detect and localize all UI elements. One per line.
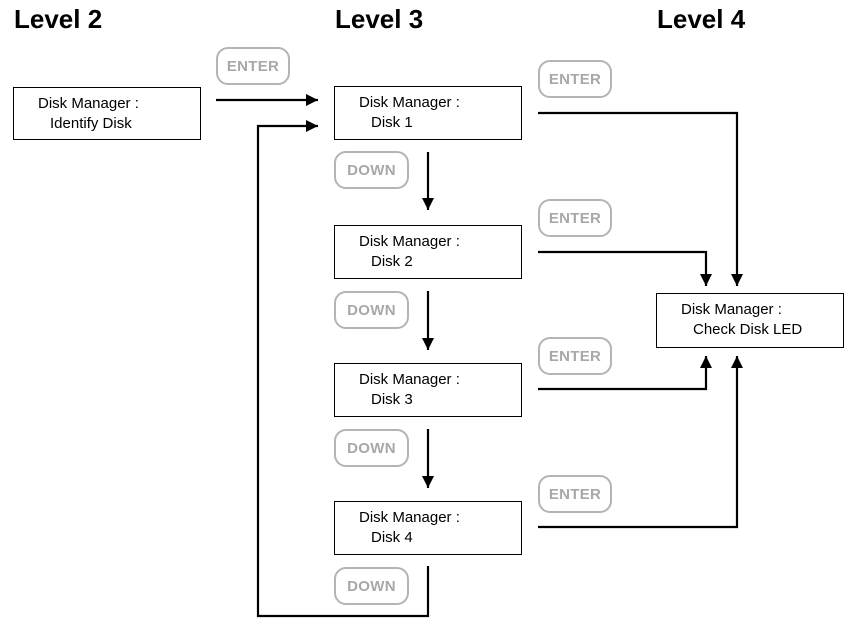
- box-subtitle: Disk 4: [371, 529, 413, 546]
- box-disk-1: Disk Manager : Disk 1: [334, 86, 522, 140]
- box-check-disk-led: Disk Manager : Check Disk LED: [656, 293, 844, 348]
- enter-key: ENTER: [538, 475, 612, 513]
- arrow-disk4-to-check: [538, 356, 744, 529]
- box-disk-2: Disk Manager : Disk 2: [334, 225, 522, 279]
- down-key: DOWN: [334, 429, 409, 467]
- box-subtitle: Identify Disk: [50, 115, 132, 132]
- box-subtitle: Disk 1: [371, 114, 413, 131]
- level-4-heading: Level 4: [657, 4, 746, 34]
- arrow-disk2-to-check: [538, 250, 713, 286]
- level-3-heading: Level 3: [335, 4, 424, 34]
- box-title: Disk Manager :: [359, 233, 460, 250]
- box-subtitle: Disk 2: [371, 253, 413, 270]
- arrow-loop-back-to-disk1: [256, 119, 430, 618]
- box-subtitle: Check Disk LED: [693, 321, 803, 338]
- box-disk-4: Disk Manager : Disk 4: [334, 501, 522, 555]
- enter-key: ENTER: [538, 60, 612, 98]
- arrow-disk3-to-check: [538, 356, 713, 391]
- box-title: Disk Manager :: [359, 509, 460, 526]
- level-2-heading: Level 2: [14, 4, 103, 34]
- box-title: Disk Manager :: [38, 95, 139, 112]
- enter-key: ENTER: [216, 47, 290, 85]
- down-key: DOWN: [334, 151, 409, 189]
- arrow-disk1-to-check: [538, 111, 744, 286]
- enter-key: ENTER: [538, 199, 612, 237]
- enter-key: ENTER: [538, 337, 612, 375]
- box-title: Disk Manager :: [681, 301, 782, 318]
- down-key: DOWN: [334, 567, 409, 605]
- down-key: DOWN: [334, 291, 409, 329]
- box-disk-3: Disk Manager : Disk 3: [334, 363, 522, 417]
- box-identify-disk: Disk Manager : Identify Disk: [13, 87, 201, 140]
- box-title: Disk Manager :: [359, 94, 460, 111]
- box-title: Disk Manager :: [359, 371, 460, 388]
- box-subtitle: Disk 3: [371, 391, 413, 408]
